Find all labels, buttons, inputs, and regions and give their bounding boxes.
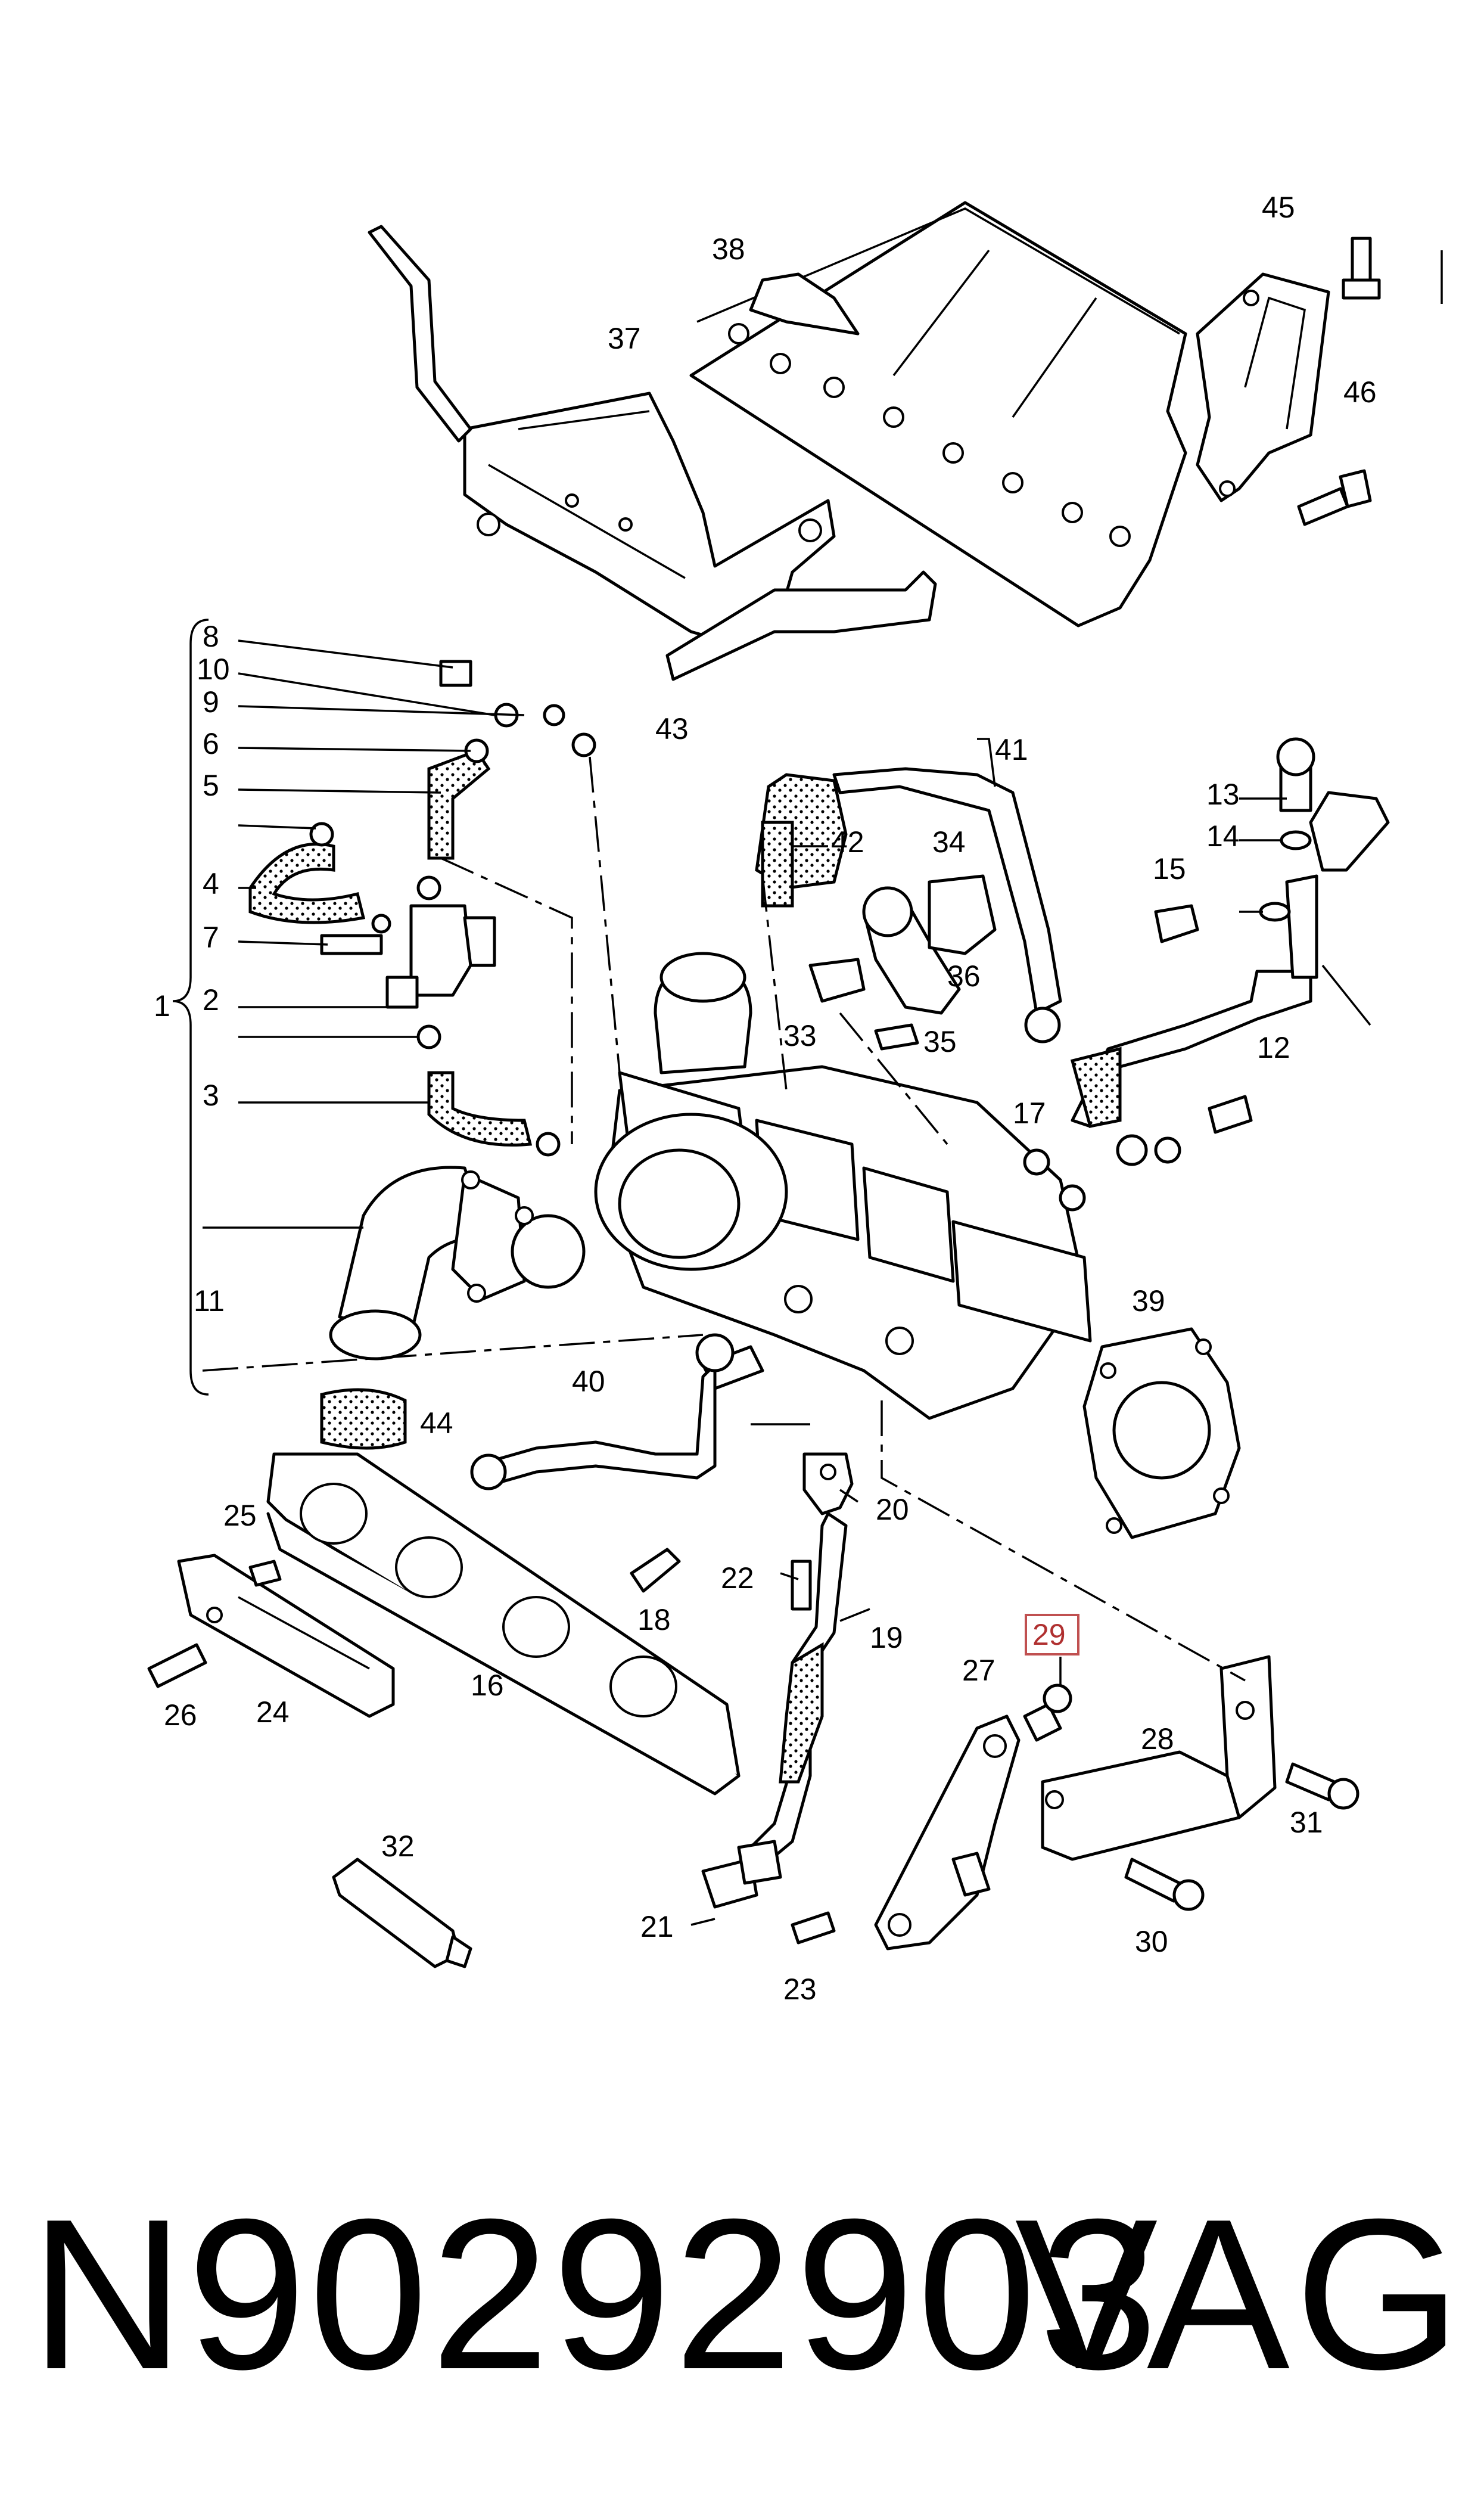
callout: 28 xyxy=(1141,1722,1174,1756)
callout: 41 xyxy=(995,733,1028,766)
callout: 18 xyxy=(637,1603,671,1636)
heat-shield-38 xyxy=(689,201,1187,628)
callout: 20 xyxy=(876,1493,909,1526)
callout: 42 xyxy=(831,825,864,859)
callout: 46 xyxy=(1343,375,1377,409)
callout: 12 xyxy=(1257,1031,1290,1064)
callout: 23 xyxy=(783,1973,817,2006)
callout: 26 xyxy=(164,1698,197,1732)
callout: 35 xyxy=(923,1025,957,1058)
callout: 43 xyxy=(655,712,689,746)
callout: 30 xyxy=(1135,1925,1168,1958)
brand-label: VAG xyxy=(1015,2175,1466,2414)
callout: 7 xyxy=(203,921,219,954)
gasket-39 xyxy=(1082,1327,1241,1539)
bracket-28 xyxy=(1041,1655,1277,1861)
part-number: N90292903 xyxy=(30,2175,1161,2414)
callout: 9 xyxy=(203,685,219,719)
callout-29-highlight: 29 xyxy=(1025,1614,1079,1655)
callout: 5 xyxy=(203,769,219,802)
intake-elbow-11 xyxy=(329,1166,586,1361)
callout: 40 xyxy=(572,1365,605,1398)
callout: 24 xyxy=(256,1695,290,1729)
bolt-29 xyxy=(1023,1684,1072,1742)
callout: 13 xyxy=(1206,778,1240,811)
bracket-45 xyxy=(1196,272,1330,502)
callout: 33 xyxy=(783,1019,817,1052)
heat-shield-24 xyxy=(147,1554,395,1718)
callout: 34 xyxy=(932,825,966,859)
callout: 39 xyxy=(1132,1284,1165,1318)
callout: 37 xyxy=(608,322,641,355)
callout: 16 xyxy=(471,1669,504,1702)
callout: 8 xyxy=(203,620,219,653)
callout: 21 xyxy=(640,1910,674,1943)
oil-pipe-40 xyxy=(470,1333,735,1490)
manifold-gasket-16 xyxy=(266,1452,741,1796)
callout: 38 xyxy=(712,232,745,266)
stud-18 xyxy=(630,1548,681,1593)
callout: 4 xyxy=(203,867,219,900)
bracket-37 xyxy=(368,225,937,681)
callout: 32 xyxy=(381,1830,415,1863)
callout: 10 xyxy=(197,653,230,686)
support-bracket-27 xyxy=(874,1714,1021,1950)
group-bracket-1 xyxy=(172,619,209,1396)
turbocharger xyxy=(594,952,1092,1420)
bolt-46 xyxy=(1297,237,1381,526)
callout: 1 xyxy=(154,989,170,1023)
callout: 3 xyxy=(203,1079,219,1112)
oil-pipe-12 xyxy=(1070,791,1390,1128)
connection-pipe-36 xyxy=(808,874,997,1051)
callout: 44 xyxy=(420,1406,453,1440)
exploded-parts-diagram: 1 2 3 4 5 6 7 8 9 10 11 12 13 14 15 16 1… xyxy=(147,191,1443,2006)
callout: 14 xyxy=(1206,819,1240,853)
callout: 27 xyxy=(962,1654,995,1687)
callout: 22 xyxy=(721,1561,754,1595)
callout: 45 xyxy=(1262,191,1295,224)
sealant-tube-32 xyxy=(332,1858,472,1968)
vacuum-hoses xyxy=(248,660,848,1450)
callout-labels: 1 2 3 4 5 6 7 8 9 10 11 12 13 14 15 16 1… xyxy=(154,191,1377,2006)
callout: 19 xyxy=(870,1621,903,1654)
footer: N90292903 VAG xyxy=(0,2169,1484,2419)
callout: 11 xyxy=(194,1284,225,1318)
callout: 15 xyxy=(1153,852,1186,886)
oil-supply-pipe-41 xyxy=(832,738,1062,1043)
assembly-lines xyxy=(202,756,1246,1682)
callout-highlighted: 29 xyxy=(1032,1618,1066,1651)
banjo-bolts xyxy=(1023,737,1315,1212)
callout: 6 xyxy=(203,727,219,760)
leader-lines xyxy=(203,250,1443,1926)
callout: 36 xyxy=(947,959,981,993)
callout: 17 xyxy=(1013,1097,1046,1130)
callout: 25 xyxy=(223,1499,257,1532)
bolts-30-31 xyxy=(1124,1762,1359,1911)
callout: 31 xyxy=(1290,1806,1323,1839)
oil-return-pipe-19 xyxy=(701,1452,854,1945)
callout: 2 xyxy=(203,983,219,1017)
